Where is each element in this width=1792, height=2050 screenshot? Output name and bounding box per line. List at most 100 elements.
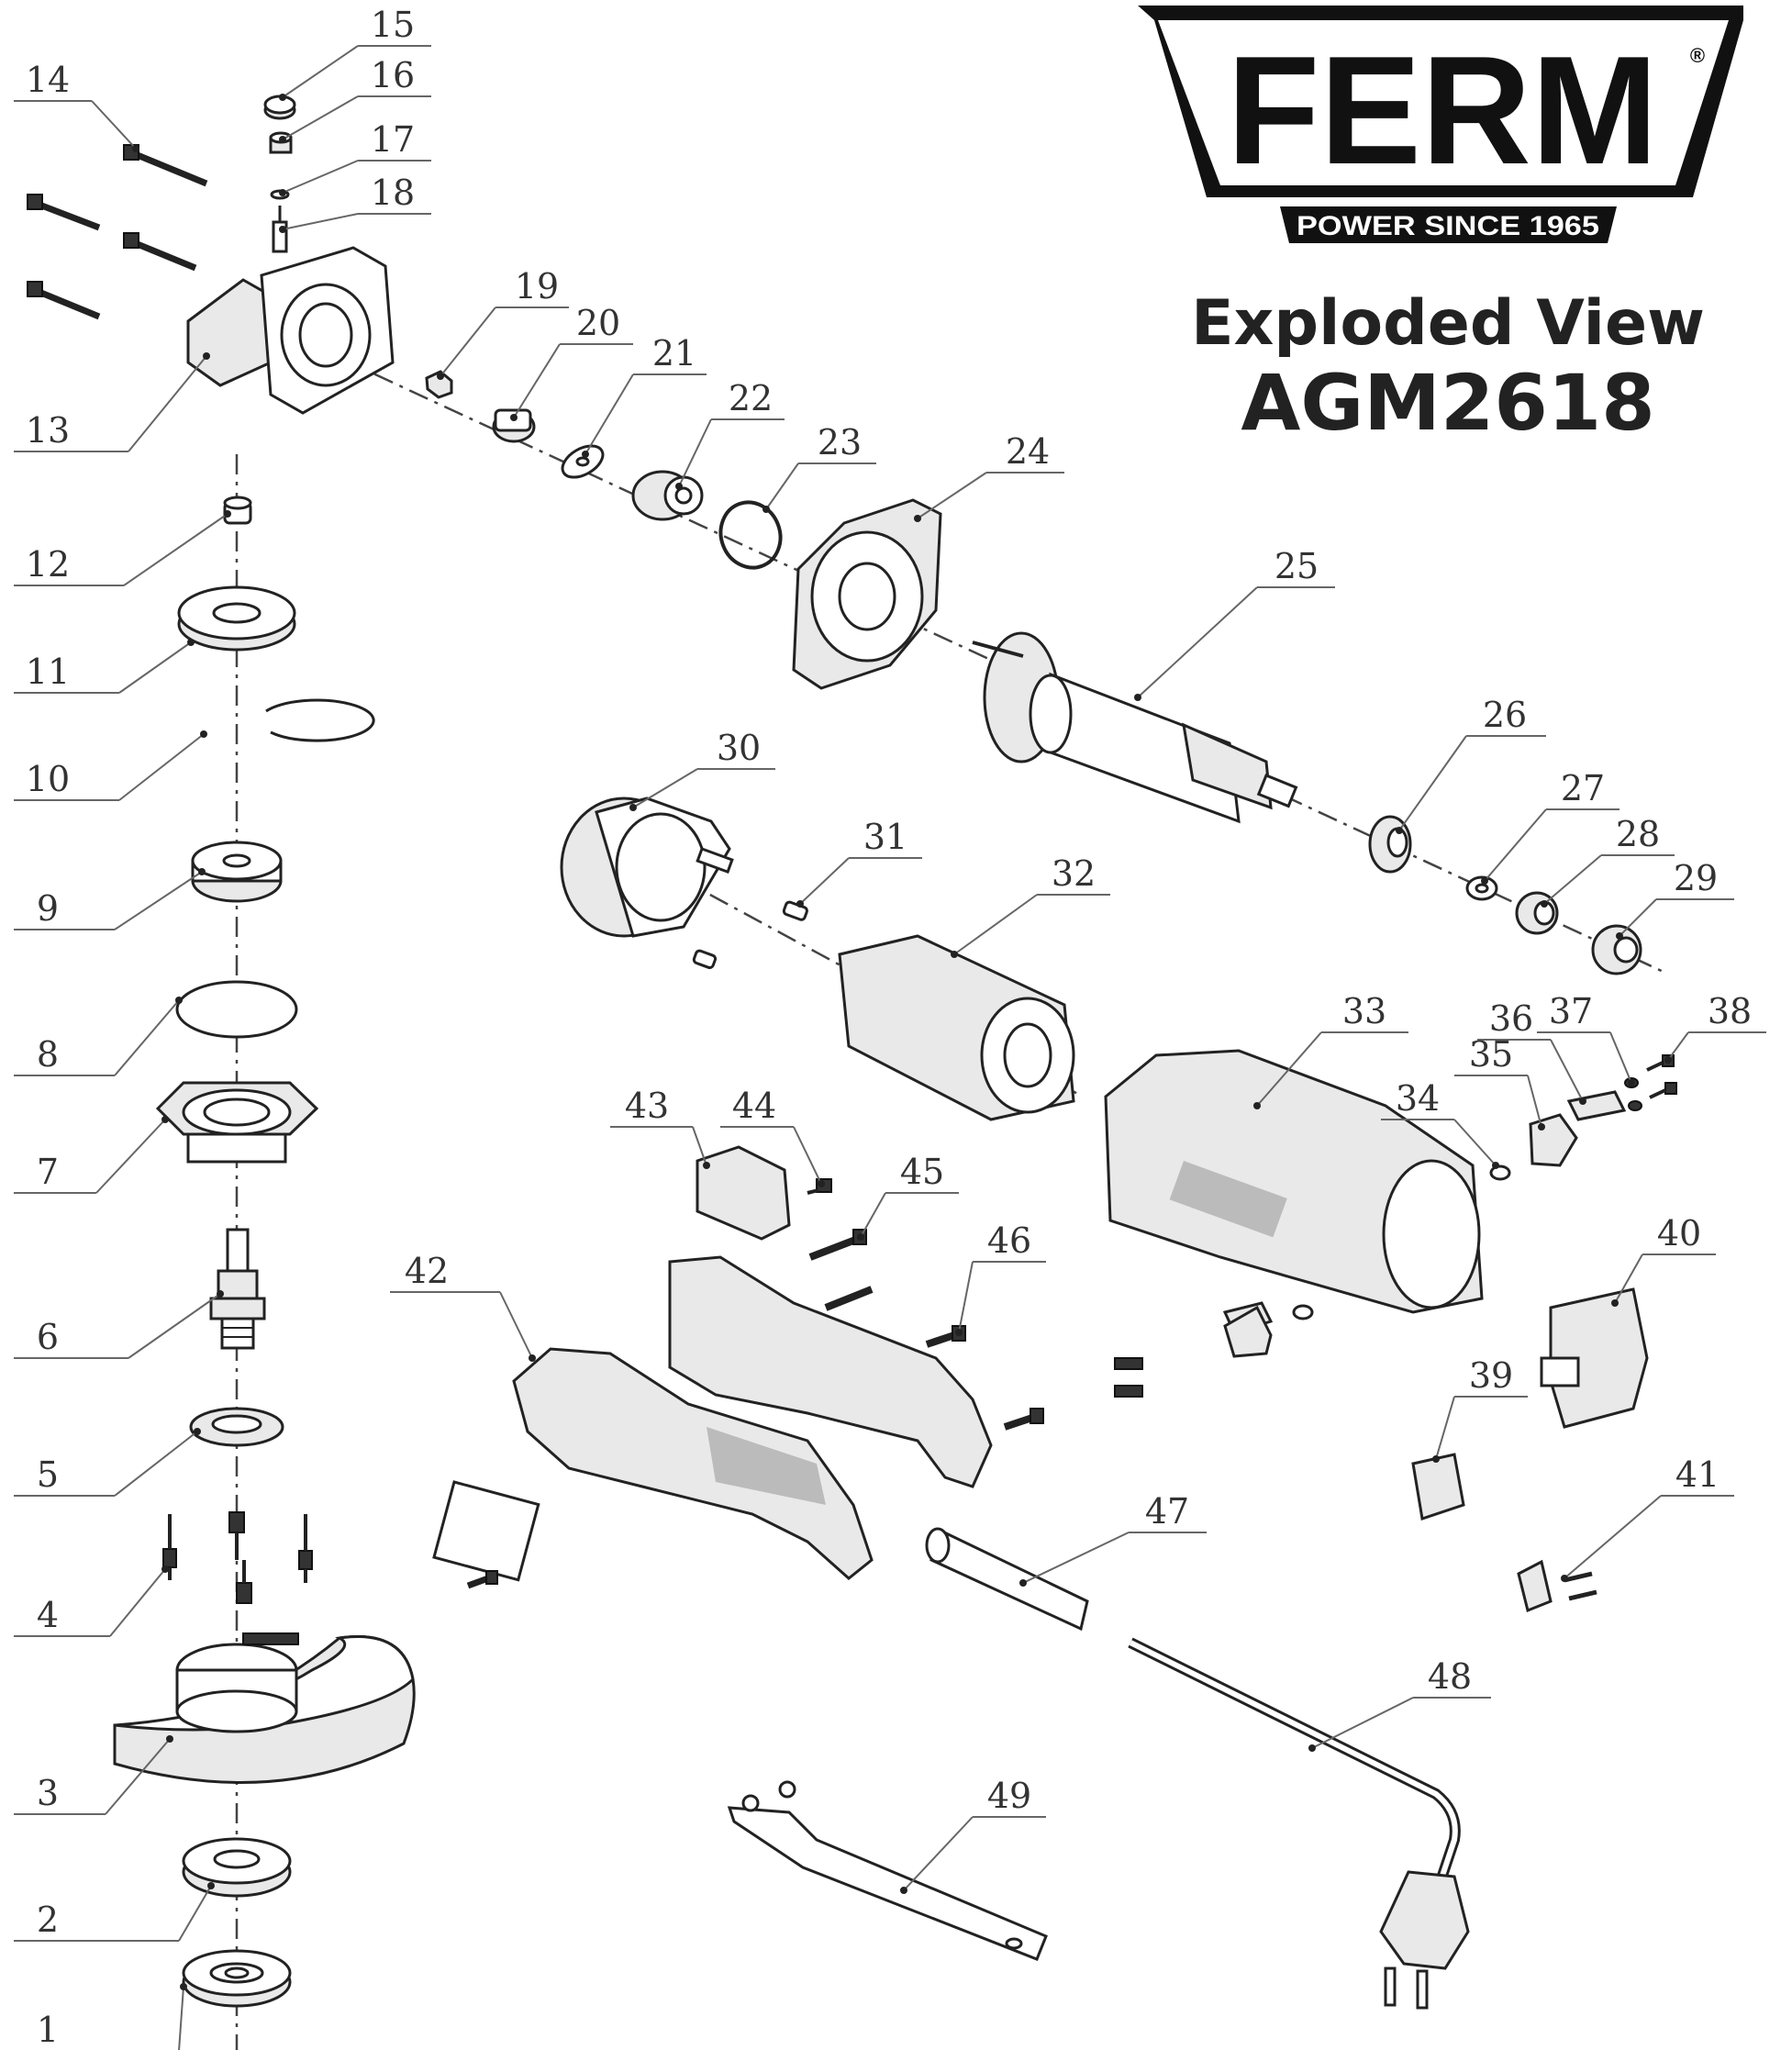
- leader-line-49: [903, 1816, 974, 1891]
- callout-23: 23: [818, 422, 862, 462]
- logo-tagline: POWER SINCE 1965: [1297, 211, 1599, 241]
- leader-point-16: [279, 136, 286, 143]
- leader-point-26: [1396, 827, 1403, 834]
- leader-point-15: [279, 94, 286, 101]
- callout-28: 28: [1616, 814, 1660, 854]
- leader-line-34: [1453, 1119, 1497, 1166]
- callout-32: 32: [1052, 853, 1096, 894]
- leader-point-39: [1432, 1455, 1440, 1463]
- logo-tagline-bar: [1280, 206, 1617, 243]
- leader-point-6: [217, 1290, 224, 1298]
- part-13-gear-housing: [186, 246, 395, 415]
- page-title: Exploded View: [1191, 287, 1705, 360]
- callout-38: 38: [1708, 991, 1752, 1031]
- callout-42: 42: [405, 1251, 449, 1291]
- callout-12: 12: [26, 544, 70, 585]
- leader-line-25: [1137, 586, 1258, 698]
- leader-point-47: [1019, 1579, 1027, 1587]
- leader-line-11: [118, 641, 192, 694]
- leader-line-32: [953, 894, 1038, 955]
- part-1-outer-nut: [182, 1949, 292, 2008]
- callout-31: 31: [863, 817, 907, 857]
- callout-4: 4: [37, 1595, 59, 1635]
- leader-line-44: [793, 1126, 822, 1185]
- part-14-screws: [27, 144, 208, 320]
- callout-34: 34: [1396, 1078, 1440, 1119]
- callout-35: 35: [1469, 1034, 1513, 1075]
- part-42-handle-half: [432, 1347, 874, 1582]
- part-49-pin-wrench: [727, 1780, 1048, 1961]
- leader-point-46: [955, 1329, 963, 1336]
- leader-line-8: [114, 999, 180, 1076]
- part-33-motor-housing: [1104, 1049, 1484, 1314]
- part-3-wheel-guard: [113, 1632, 416, 1784]
- callout-3: 3: [37, 1773, 59, 1813]
- callout-40: 40: [1657, 1213, 1701, 1253]
- leader-line-16: [282, 95, 359, 140]
- callout-27: 27: [1561, 768, 1605, 808]
- leader-point-36: [1579, 1097, 1586, 1105]
- callout-22: 22: [729, 378, 773, 418]
- ferm-logo: FERM ® POWER SINCE 1965: [1138, 6, 1743, 243]
- leader-line-41: [1564, 1495, 1662, 1579]
- leader-point-18: [279, 226, 286, 233]
- callout-18: 18: [371, 173, 415, 213]
- leader-point-13: [203, 352, 210, 360]
- callout-24: 24: [1006, 431, 1050, 472]
- leader-line-47: [1022, 1532, 1130, 1584]
- part-40-switch: [1540, 1287, 1649, 1429]
- leader-point-29: [1616, 932, 1623, 940]
- leader-line-43: [692, 1126, 707, 1166]
- leader-line-2: [178, 1885, 212, 1942]
- part-22-bearing: [631, 470, 704, 521]
- callout-11: 11: [26, 652, 70, 692]
- leader-point-42: [529, 1354, 536, 1362]
- leader-point-4: [161, 1565, 169, 1573]
- leader-line-46: [958, 1261, 974, 1333]
- part-32-stator: [838, 934, 1075, 1121]
- leader-point-25: [1134, 694, 1141, 701]
- callout-15: 15: [371, 5, 415, 45]
- leader-line-48: [1311, 1697, 1414, 1749]
- callout-43: 43: [625, 1086, 669, 1126]
- leader-point-5: [194, 1428, 201, 1435]
- part-21-washer: [561, 444, 605, 479]
- part-29-bearing: [1591, 924, 1642, 975]
- part-45-screws: [808, 1229, 874, 1311]
- callout-9: 9: [37, 888, 59, 929]
- leader-point-12: [224, 510, 231, 518]
- leader-line-27: [1484, 808, 1547, 882]
- callout-14: 14: [26, 60, 70, 100]
- leader-line-15: [282, 45, 359, 98]
- part-46-screws: [466, 1325, 1044, 1589]
- callout-37: 37: [1549, 991, 1593, 1031]
- part-39-carbon-brush: [1411, 1453, 1465, 1521]
- leader-line-19: [440, 306, 496, 377]
- part-9-bearing-ring: [191, 841, 283, 903]
- part-11-flange: [177, 585, 296, 652]
- callout-7: 7: [37, 1152, 59, 1192]
- part-6-spindle: [209, 1228, 266, 1350]
- leader-line-37: [1609, 1031, 1632, 1084]
- callout-20: 20: [576, 303, 620, 343]
- callout-48: 48: [1428, 1656, 1472, 1697]
- leader-line-9: [114, 871, 203, 930]
- leader-line-28: [1543, 854, 1602, 905]
- leader-point-27: [1481, 877, 1488, 885]
- callout-29: 29: [1674, 858, 1718, 898]
- logo-wordmark: FERM: [1227, 24, 1658, 196]
- callout-45: 45: [900, 1152, 944, 1192]
- callout-25: 25: [1274, 546, 1319, 586]
- callout-39: 39: [1469, 1355, 1513, 1396]
- leader-point-10: [200, 730, 207, 738]
- leader-line-4: [109, 1568, 166, 1637]
- callout-17: 17: [371, 119, 415, 160]
- part-42-upper-housing: [668, 1255, 993, 1488]
- leader-point-34: [1492, 1162, 1499, 1169]
- leader-point-7: [161, 1116, 169, 1123]
- leader-point-41: [1561, 1575, 1568, 1582]
- leader-line-39: [1435, 1396, 1455, 1460]
- leader-point-38: [1664, 1056, 1672, 1064]
- brush-assembly-small-parts: [1114, 1301, 1314, 1398]
